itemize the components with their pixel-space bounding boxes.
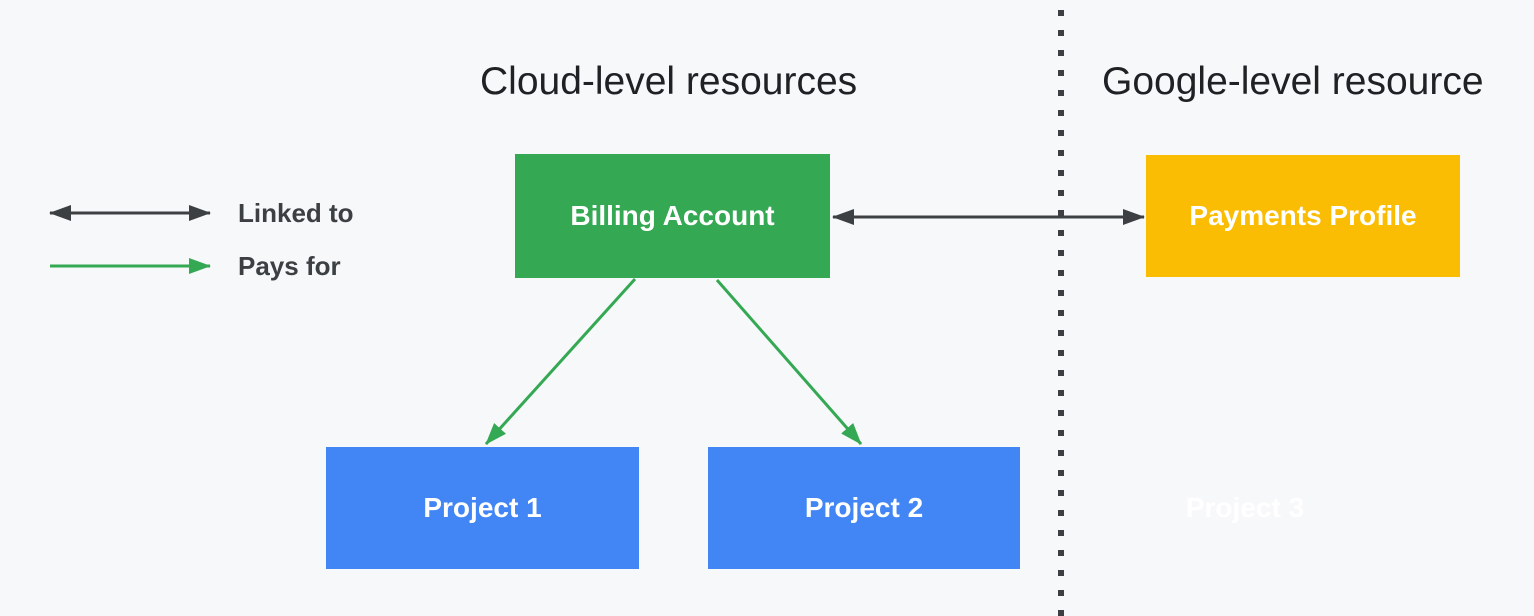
node-project-3-label: Project 3 (1185, 492, 1305, 523)
pays-for-arrow-project-2 (715, 279, 863, 445)
node-payments-profile: Payments Profile (1146, 155, 1460, 277)
node-project-1-label: Project 1 (423, 492, 542, 523)
node-project-3-ghost: Project 3 (1089, 447, 1401, 569)
node-payments-profile-label: Payments Profile (1189, 200, 1417, 231)
node-project-1: Project 1 (326, 447, 639, 569)
double-arrow-icon (49, 205, 211, 221)
legend: Linked to Pays for (48, 196, 354, 283)
heading-cloud-level-resources: Cloud-level resources (480, 60, 858, 103)
heading-google-level-resource: Google-level resource (1102, 60, 1484, 103)
pays-for-arrow-project-1 (484, 277, 637, 446)
legend-row-pays-for: Pays for (48, 249, 354, 283)
node-project-2: Project 2 (708, 447, 1020, 569)
legend-row-linked-to: Linked to (48, 196, 354, 230)
node-billing-account: Billing Account (515, 154, 830, 278)
legend-label-pays-for: Pays for (238, 250, 341, 281)
node-project-2-label: Project 2 (804, 492, 924, 523)
legend-label-linked-to: Linked to (238, 197, 354, 228)
node-billing-account-label: Billing Account (570, 200, 775, 231)
green-arrow-icon (50, 258, 211, 274)
